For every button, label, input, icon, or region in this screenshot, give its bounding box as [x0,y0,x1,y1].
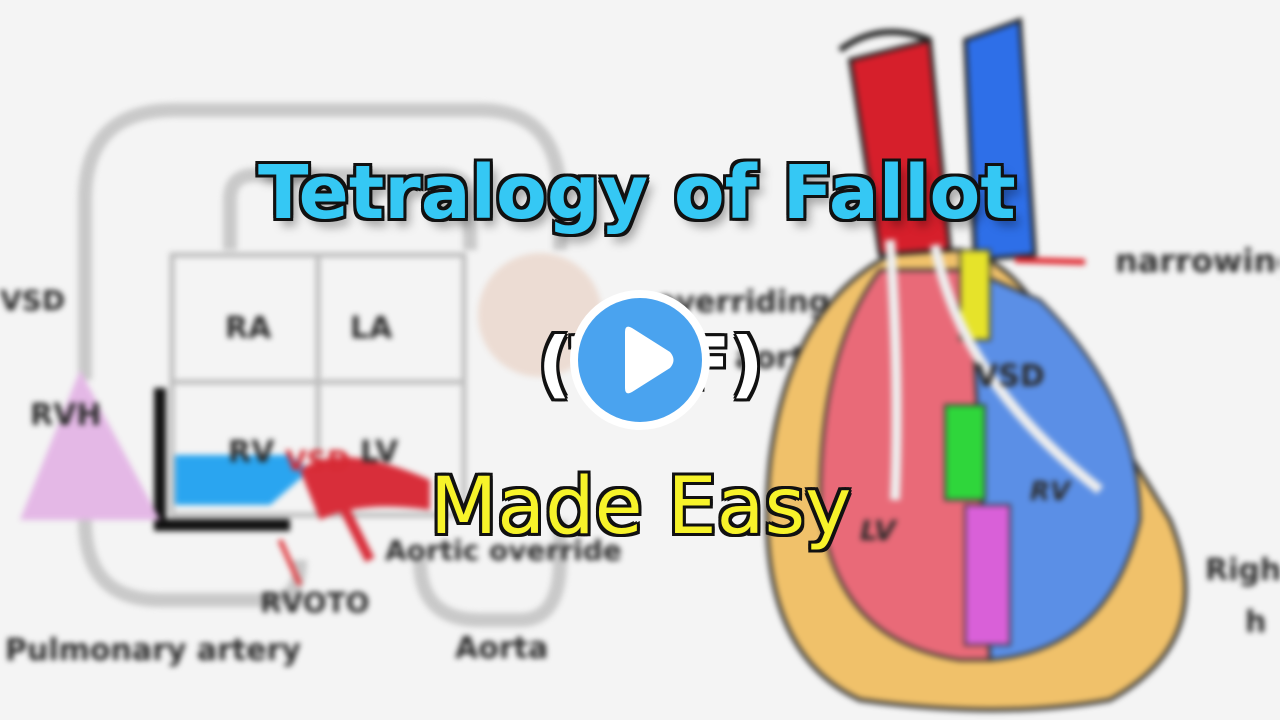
video-title-line1: Tetralogy of Fallot [258,150,1016,236]
label-la: LA [350,311,393,346]
label-rvh: RVH [30,398,101,433]
label-ra: RA [225,311,272,346]
label-rv-right: RV [1030,477,1072,507]
video-title-line2: Made Easy [430,462,852,552]
label-rvoto: RVOTO [260,586,369,619]
label-lv-right: LV [860,514,898,547]
label-vsd-left: VSD [0,284,65,317]
circulation-schematic [78,103,567,627]
label-vsd-mid: VSD [285,444,350,477]
heart-illustration [764,17,1188,712]
label-aorta: Aorta [455,631,548,666]
label-lv: LV [360,435,399,470]
label-rv: RV [228,435,275,470]
label-right-h: h [1245,605,1266,640]
label-pulmonary-artery: Pulmonary artery [5,633,301,668]
label-right: Right [1205,553,1280,588]
label-aortic-override: Aortic override [385,534,622,567]
label-narrowing: narrowing [1115,242,1280,280]
label-vsd-right: VSD [975,359,1045,394]
play-button[interactable] [570,290,710,430]
play-icon [625,326,674,394]
